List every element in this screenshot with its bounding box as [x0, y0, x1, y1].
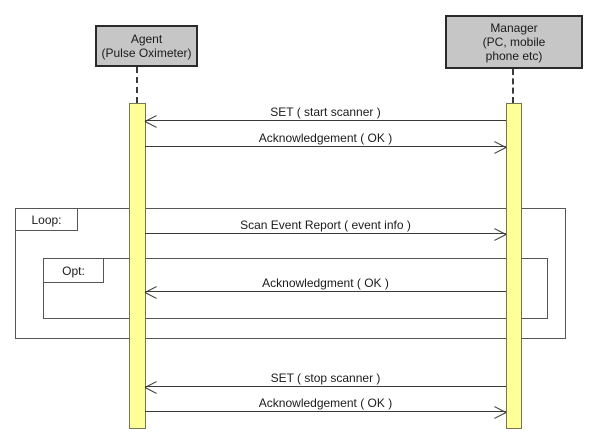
arrowhead-left-icon	[145, 286, 158, 297]
actor-agent-subtitle: (Pulse Oximeter)	[101, 46, 192, 60]
opt-frame: Opt:	[43, 258, 548, 319]
message-label: SET ( stop scanner )	[270, 371, 381, 385]
message-label: Acknowledgement ( OK )	[258, 396, 393, 410]
arrowhead-left-icon	[145, 381, 158, 392]
message-line	[145, 233, 506, 234]
actor-manager-box: Manager (PC, mobile phone etc)	[445, 15, 583, 69]
arrowhead-right-icon	[493, 406, 506, 417]
message-label: Acknowledgement ( OK )	[258, 131, 393, 145]
arrowhead-right-icon	[493, 228, 506, 239]
message-acknowledgement-stop: Acknowledgement ( OK )	[145, 394, 506, 412]
manager-lifeline-dash	[512, 69, 514, 103]
manager-activation-bar	[506, 103, 522, 429]
actor-agent-name: Agent	[130, 32, 163, 46]
message-line	[145, 146, 506, 147]
arrowhead-right-icon	[493, 141, 506, 152]
actor-manager-subtitle-2: phone etc)	[485, 49, 543, 63]
agent-lifeline-dash	[136, 67, 138, 103]
agent-activation-bar	[129, 103, 146, 429]
message-line	[145, 386, 506, 387]
message-acknowledgement-start: Acknowledgement ( OK )	[145, 129, 506, 147]
message-scan-event-report: Scan Event Report ( event info )	[145, 216, 506, 234]
arrowhead-left-icon	[145, 115, 158, 126]
actor-manager-subtitle-1: (PC, mobile	[482, 35, 546, 49]
message-label: Scan Event Report ( event info )	[240, 218, 411, 232]
message-line	[145, 120, 506, 121]
message-acknowledgment-opt: Acknowledgment ( OK )	[145, 274, 506, 292]
message-label: SET ( start scanner )	[270, 105, 381, 119]
loop-frame-label: Loop:	[15, 208, 78, 231]
opt-frame-label: Opt:	[43, 258, 104, 283]
message-line	[145, 411, 506, 412]
actor-manager-name: Manager	[490, 21, 538, 35]
actor-agent-box: Agent (Pulse Oximeter)	[95, 25, 198, 67]
message-line	[145, 291, 506, 292]
message-set-start-scanner: SET ( start scanner )	[145, 103, 506, 121]
message-label: Acknowledgment ( OK )	[262, 276, 389, 290]
loop-frame: Loop:	[15, 208, 566, 339]
message-set-stop-scanner: SET ( stop scanner )	[145, 369, 506, 387]
